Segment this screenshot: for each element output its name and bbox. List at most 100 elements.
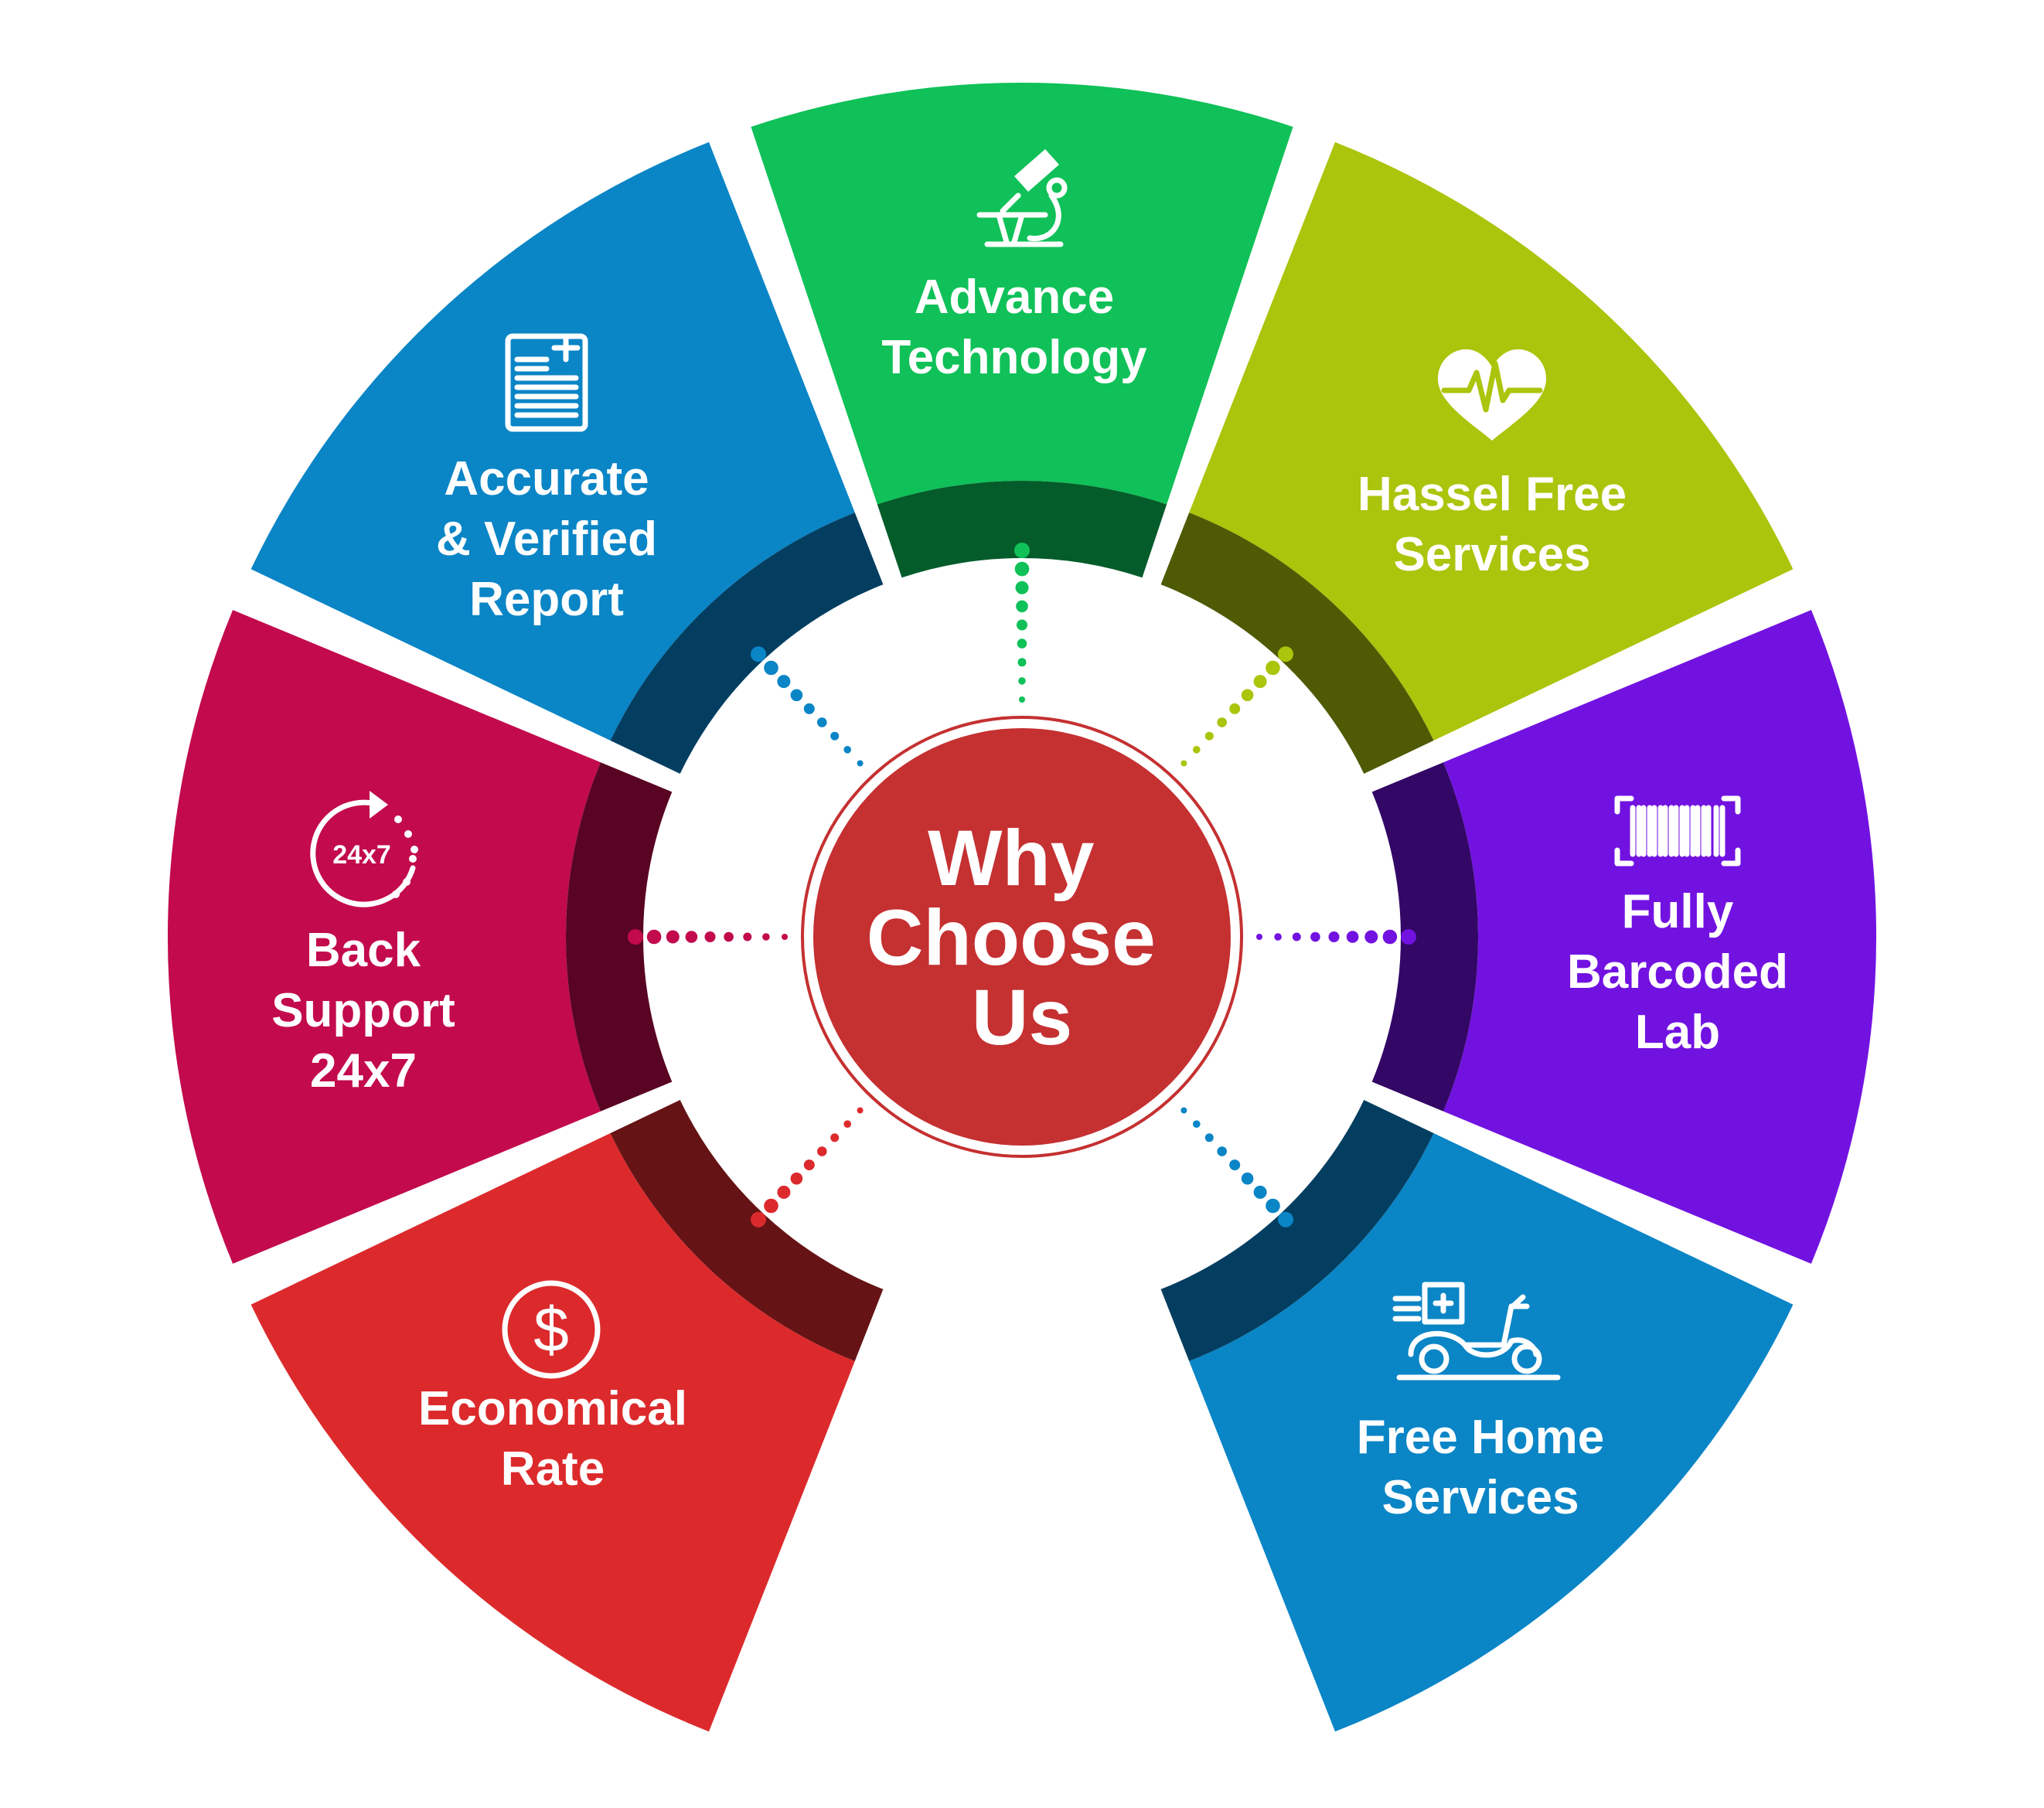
dollar-sign: $ [533, 1295, 569, 1365]
center-title-line-2: Choose [867, 894, 1156, 982]
segment-economical-band [610, 1100, 884, 1361]
connector-dot-hassel [1204, 731, 1214, 741]
connector-dot-home [1193, 1120, 1201, 1128]
segment-advance-wedge [751, 83, 1293, 505]
connector-dot-home [1266, 1198, 1280, 1214]
center-title: Why Choose Us [867, 814, 1177, 1061]
center-title-line-3: Us [972, 973, 1072, 1061]
segment-accurate-wedge [250, 141, 855, 741]
connector-dot-home [1241, 1172, 1254, 1185]
connector-dot-support [743, 932, 752, 941]
segment-economical-wedge [250, 1133, 855, 1732]
segment-support-wedge [167, 610, 601, 1264]
connector-dot-hassel [1229, 703, 1241, 714]
connector-dot-support [646, 929, 662, 945]
pulse-line [1441, 360, 1543, 413]
clock-arrow [370, 791, 388, 819]
connector-dot-hassel [1278, 646, 1293, 662]
connector-dot-advance [1018, 677, 1026, 685]
scooter-front-wheel [1511, 1343, 1542, 1374]
connector-dot-support [666, 930, 680, 944]
microscope-knob [1046, 177, 1068, 199]
connector-dot-advance [1017, 638, 1027, 649]
segment-accurate-label-line: Accurate [444, 452, 649, 506]
segment-barcode-label-line: Barcoded [1567, 945, 1788, 999]
connector-dot-accurate [843, 746, 851, 754]
connector-dot-home [1278, 1211, 1293, 1227]
connector-dot-support [704, 931, 716, 942]
report-outline [505, 333, 588, 432]
connector-dot-advance [1019, 696, 1025, 703]
connector-dot-economical [830, 1133, 840, 1142]
clock-tick [404, 830, 412, 838]
connector-dot-barcode [1256, 934, 1262, 940]
segment-barcode-label-line: Fully [1622, 885, 1734, 938]
connector-dot-economical [803, 1159, 815, 1171]
connector-dot-economical [817, 1146, 827, 1156]
connector-dot-barcode [1328, 931, 1340, 942]
connector-dot-hassel [1241, 689, 1254, 702]
segment-support-label-line: Back [306, 924, 421, 977]
connector-dot-support [628, 929, 643, 945]
segment-advance-label-line: Technology [881, 331, 1147, 384]
connector-dot-accurate [751, 646, 766, 662]
segment-home-label-line: Services [1381, 1471, 1579, 1524]
segment-economical-label-line: Economical [418, 1382, 687, 1435]
clock-24x7-icon: 24x7 [310, 791, 418, 907]
connector-dot-advance [1015, 581, 1029, 594]
segment-support-band [565, 762, 673, 1112]
coin-outline [502, 1280, 601, 1379]
connector-dot-accurate [764, 660, 778, 676]
connector-dot-hassel [1253, 675, 1267, 689]
connector-dot-economical [777, 1185, 791, 1199]
connector-dot-support [762, 933, 770, 941]
delivery-box [1422, 1282, 1465, 1325]
connector-dot-home [1204, 1133, 1214, 1142]
microscope-icon [976, 149, 1068, 247]
connector-dot-home [1253, 1185, 1267, 1199]
connector-dot-economical [790, 1172, 803, 1185]
connector-dot-accurate [830, 731, 840, 741]
center-ring [801, 716, 1243, 1158]
segment-economical-label-line: Rate [501, 1442, 605, 1496]
connector-dot-barcode [1364, 930, 1378, 944]
medical-report-icon [505, 333, 588, 432]
connector-dot-home [1180, 1107, 1187, 1114]
segment-barcode-wedge [1443, 610, 1877, 1264]
connector-dot-hassel [1266, 660, 1280, 676]
connector-dot-hassel [1217, 717, 1227, 727]
microscope-tube [1014, 149, 1059, 192]
barcode-scan-icon [1614, 795, 1741, 867]
connector-dot-support [724, 931, 734, 942]
connector-dot-economical [751, 1211, 766, 1227]
segment-home-wedge [1189, 1133, 1794, 1732]
center-circle [813, 728, 1231, 1146]
clock-tick [411, 846, 418, 853]
segment-home-label-line: Free Home [1357, 1411, 1604, 1464]
connector-dot-accurate [857, 760, 864, 767]
report-cross [551, 335, 581, 363]
connector-dot-economical [843, 1120, 851, 1128]
connector-dot-accurate [817, 717, 827, 727]
segment-accurate-label-line: Report [469, 573, 624, 626]
microscope-arm [1000, 192, 1061, 242]
connector-dot-economical [764, 1198, 778, 1214]
speed-lines [1392, 1296, 1422, 1322]
clock-tick [409, 855, 417, 863]
segment-hassel-wedge [1189, 141, 1794, 741]
connector-dot-hassel [1193, 746, 1201, 754]
clock-24x7-text: 24x7 [332, 840, 391, 870]
connector-dot-accurate [803, 703, 815, 714]
connector-dot-advance [1017, 619, 1027, 631]
